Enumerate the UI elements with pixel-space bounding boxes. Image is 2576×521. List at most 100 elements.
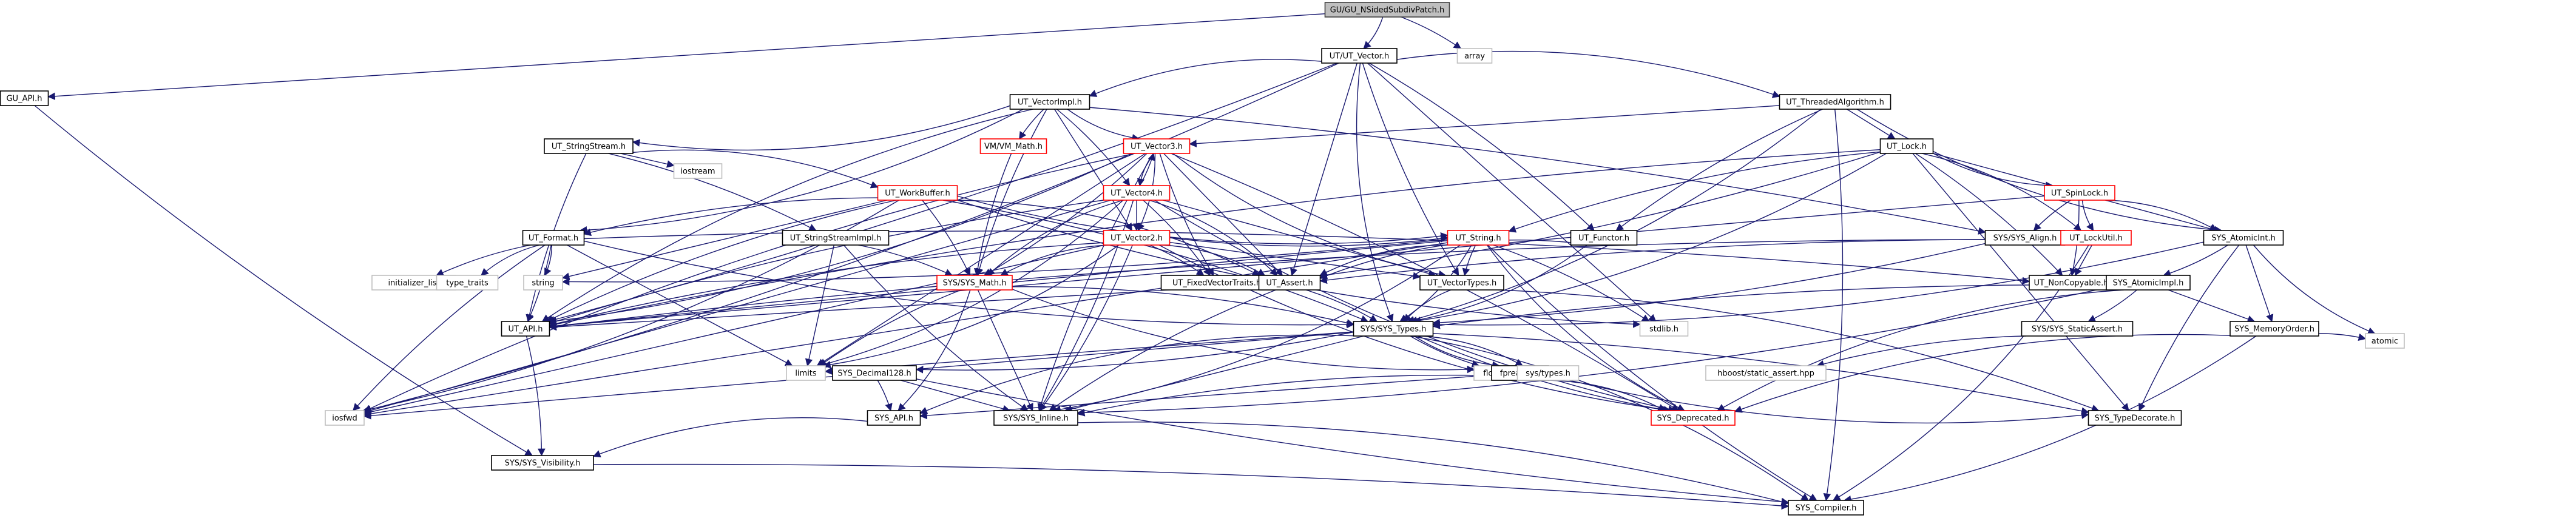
edge-ut-vectorimpl-to-ut-stringstream [632,105,1010,151]
edge-sys-types-to-sys-types-h [1418,335,1524,366]
edge-ut-vector-to-ut-assert [1290,62,1357,277]
edge-ut-vectorimpl-to-ut-vector4 [1056,109,1131,187]
edge-ut-threaded-to-ut-vector3 [1189,105,1780,147]
edge-sys-atomicint-to-sys-types [1432,241,2204,329]
node-label: UT_LockUtil.h [2069,234,2123,243]
edge-sys-atomicint-to-sys-atomicimpl [2163,244,2228,277]
node-box [325,410,365,426]
node-ut-vectorimpl[interactable]: UT_VectorImpl.h [1009,94,1090,110]
node-box [877,185,958,201]
node-box [2044,185,2115,201]
edge-ut-threaded-to-ut-functor [1615,109,1823,231]
edge-ut-stringstream-to-ut-workbuffer [632,149,879,189]
edge-ut-stringstream-to-ut-stringstreamimpl [608,153,817,231]
edge-ut-vector2-to-limits [823,244,1120,369]
edge-sys-atomicint-to-sys-typedecorate [2138,244,2240,412]
node-sys-math[interactable]: SYS/SYS_Math.h [936,275,1013,291]
node-box [2203,230,2284,246]
node-ut-string[interactable]: UT_String.h [1447,230,1510,246]
node-array: array [1456,48,1493,64]
node-label: iosfwd [332,414,357,423]
node-ut-threaded[interactable]: UT_ThreadedAlgorithm.h [1779,94,1891,110]
node-sys-typedecorate[interactable]: SYS_TypeDecorate.h [2088,410,2182,426]
edge-sys-math-to-sys-api [898,289,971,411]
edge-ut-vector-to-ut-threaded [1396,50,1780,98]
edge-ut-vector4-to-ut-api [549,200,1104,325]
node-ut-vector4[interactable]: UT_Vector4.h [1103,185,1171,201]
node-ut-spinlock[interactable]: UT_SpinLock.h [2044,185,2115,201]
node-sys-staticassert[interactable]: SYS/SYS_StaticAssert.h [2021,321,2134,337]
node-ut-vectortypes[interactable]: UT_VectorTypes.h [1419,275,1504,291]
node-type-traits: type_traits [436,275,499,291]
edge-sys-inline-to-sys-compiler [1077,422,1790,506]
node-label: SYS_Compiler.h [1796,504,1857,513]
node-box [1103,230,1171,246]
edge-ut-vectortypes-to-sys-types [1403,289,1452,322]
edge-ut-vector3-to-ut-api [549,153,1132,325]
edge-sys-types-to-sys-inline [1064,335,1365,413]
node-ut-vector2[interactable]: UT_Vector2.h [1103,230,1171,246]
node-ut-workbuffer[interactable]: UT_WorkBuffer.h [877,185,958,201]
node-ut-functor[interactable]: UT_Functor.h [1570,230,1638,246]
edge-ut-string-to-stdlib [1493,244,1650,322]
node-sys-atomicint[interactable]: SYS_AtomicInt.h [2203,230,2284,246]
edge-ut-vector3-to-ut-assert [1163,153,1283,276]
node-sys-compiler[interactable]: SYS_Compiler.h [1788,500,1864,516]
edge-ut-lock-to-ut-string [1508,151,1881,233]
node-ut-lock[interactable]: UT_Lock.h [1879,138,1934,154]
edge-sys-math-to-limits [819,289,961,366]
edge-ut-format-to-type-traits [481,244,540,276]
node-box [1788,500,1864,516]
node-ut-vector3[interactable]: UT_Vector3.h [1123,138,1191,154]
node-vm-math[interactable]: VM/VM_Math.h [979,138,1047,154]
edge-sys-atomicimpl-to-sys-staticassert [2088,289,2137,322]
node-box [1419,275,1504,291]
node-atomic: atomic [2365,333,2405,349]
edge-ut-lockutil-to-ut-noncopyable [2075,244,2092,277]
edge-ut-spinlock-to-ut-api [549,195,2045,330]
node-label: SYS_MemoryOrder.h [2234,325,2314,334]
node-sys-memoryorder[interactable]: SYS_MemoryOrder.h [2229,321,2319,337]
node-ut-fixedvectortraits[interactable]: UT_FixedVectorTraits.h [1160,275,1273,291]
edge-ut-vectorimpl-to-ut-api [541,109,1033,322]
node-sys-decimal128[interactable]: SYS_Decimal128.h [832,365,917,381]
node-label: UT_API.h [509,325,543,334]
edge-ut-vector-to-iosfwd [363,62,1339,413]
edge-ut-string-to-sys-compiler [1487,244,1817,501]
edge-ut-lockutil-to-ut-api [549,239,2061,331]
node-sys-atomicimpl[interactable]: SYS_AtomicImpl.h [2106,275,2191,291]
node-ut-lockutil[interactable]: UT_LockUtil.h [2060,230,2132,246]
node-ut-vector[interactable]: UT/UT_Vector.h [1321,48,1398,64]
node-sys-types[interactable]: SYS/SYS_Types.h [1353,321,1434,337]
node-sys-api[interactable]: SYS_API.h [867,410,921,426]
edge-ut-vector4-to-sys-inline [1038,200,1134,412]
node-ut-format[interactable]: UT_Format.h [522,230,585,246]
edge-root-to-ut-vector [1363,16,1384,49]
edge-ut-spinlock-to-sys-align [2033,200,2071,231]
node-ut-assert[interactable]: UT_Assert.h [1258,275,1321,291]
node-gu-api[interactable]: GU_API.h [0,90,49,106]
node-label: UT_ThreadedAlgorithm.h [1786,98,1884,107]
node-sys-inline[interactable]: SYS/SYS_Inline.h [993,410,1078,426]
node-root[interactable]: GU/GU_NSidedSubdivPatch.h [1324,2,1450,18]
edge-fpreal16-to-sys-typedecorate [1548,374,2089,424]
node-label: atomic [2371,337,2398,346]
node-sys-align[interactable]: SYS/SYS_Align.h [1984,230,2066,246]
node-ut-api[interactable]: UT_API.h [501,321,550,337]
edge-ut-vector3-to-ut-fixedvectortraits [1159,153,1214,277]
node-ut-stringstream[interactable]: UT_StringStream.h [544,138,634,154]
node-ut-stringstreamimpl[interactable]: UT_StringStreamImpl.h [782,230,890,246]
node-box [1570,230,1638,246]
edge-sys-types-to-sys-typedecorate [1433,333,2089,415]
node-label: UT_StringStreamImpl.h [790,234,882,243]
edge-ut-vector2-to-ut-string [1169,235,1449,247]
node-box [832,365,917,381]
node-ut-noncopyable[interactable]: UT_NonCopyable.h [2029,275,2114,291]
edge-ut-spinlock-to-ut-lockutil [2081,200,2094,232]
node-sys-visibility[interactable]: SYS/SYS_Visibility.h [491,455,594,471]
edge-ut-vector2-to-ut-fixedvectortraits [1149,244,1205,276]
node-label: SYS_Decimal128.h [837,369,911,378]
node-sys-deprecated[interactable]: SYS_Deprecated.h [1651,410,1736,426]
node-box [1651,410,1736,426]
